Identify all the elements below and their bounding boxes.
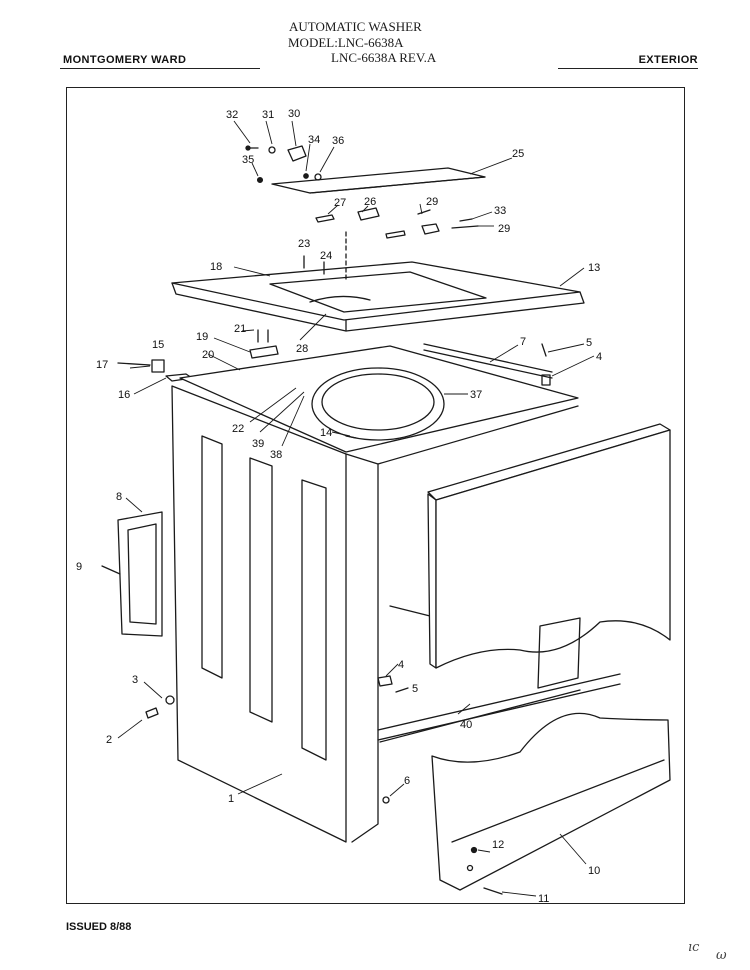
- header-rule-right: [558, 68, 698, 69]
- callout-numbers: 32 31 30 34 36 35 25 27 26 29 33 29 23 2…: [76, 108, 602, 905]
- fasteners: [145, 435, 503, 895]
- callout-22: 22: [232, 423, 244, 435]
- callout-21: 21: [234, 323, 246, 335]
- callout-1: 1: [228, 793, 234, 805]
- callout-4-lower: 4: [398, 659, 404, 671]
- toe-panel-part: [431, 712, 671, 891]
- leader-lines: [117, 120, 595, 897]
- callout-39: 39: [252, 438, 264, 450]
- callout-26: 26: [364, 196, 376, 208]
- lid-part: [271, 167, 486, 194]
- callout-27: 27: [334, 197, 346, 209]
- callout-13: 13: [588, 262, 600, 274]
- callout-38: 38: [270, 449, 282, 461]
- callout-40: 40: [460, 719, 472, 731]
- diagram-title-line-2: MODEL:LNC-6638A: [288, 35, 404, 50]
- callout-17: 17: [96, 359, 108, 371]
- diagram-frame: [66, 87, 685, 904]
- callout-33: 33: [494, 205, 506, 217]
- section-label: EXTERIOR: [638, 54, 698, 66]
- brand-label: MONTGOMERY WARD: [63, 54, 187, 66]
- callout-7: 7: [520, 336, 526, 348]
- callout-8: 8: [116, 491, 122, 503]
- callout-6: 6: [404, 775, 410, 787]
- lid-hinges: [315, 207, 479, 253]
- callout-35: 35: [242, 154, 254, 166]
- handwritten-mark-left: ıc: [688, 940, 700, 955]
- callout-4-upper: 4: [596, 351, 602, 363]
- callout-15: 15: [152, 339, 164, 351]
- callout-5-lower: 5: [412, 683, 418, 695]
- callout-29-upper: 29: [426, 196, 438, 208]
- callout-36: 36: [332, 135, 344, 147]
- callout-5-upper: 5: [586, 337, 592, 349]
- callout-9: 9: [76, 561, 82, 573]
- diagram-title-line-1: AUTOMATIC WASHER: [289, 19, 422, 34]
- callout-23: 23: [298, 238, 310, 250]
- handwritten-mark-right: ω: [716, 948, 727, 963]
- callout-18: 18: [210, 261, 222, 273]
- cabinet-part: [171, 345, 621, 843]
- access-cover-part: [117, 511, 163, 637]
- callout-3: 3: [132, 674, 138, 686]
- callout-37: 37: [470, 389, 482, 401]
- callout-10: 10: [588, 865, 600, 877]
- callout-20: 20: [202, 349, 214, 361]
- callout-28: 28: [296, 343, 308, 355]
- callout-19: 19: [196, 331, 208, 343]
- issue-date: ISSUED 8/88: [66, 921, 132, 933]
- callout-24: 24: [320, 250, 332, 262]
- callout-31: 31: [262, 109, 274, 121]
- callout-2: 2: [106, 734, 112, 746]
- lid-hinge-parts: [245, 145, 322, 184]
- callout-34: 34: [308, 134, 320, 146]
- front-panel-part: [427, 423, 671, 689]
- diagram-title-line-3: LNC-6638A REV.A: [331, 50, 437, 65]
- callout-16: 16: [118, 389, 130, 401]
- callout-12: 12: [492, 839, 504, 851]
- callout-29-lower: 29: [498, 223, 510, 235]
- callout-11: 11: [538, 893, 549, 905]
- callout-14: 14: [320, 427, 332, 439]
- header-rule-left: [60, 68, 260, 69]
- callout-30: 30: [288, 108, 300, 120]
- callout-32: 32: [226, 109, 238, 121]
- callout-25: 25: [512, 148, 524, 160]
- top-cover-part: [171, 261, 585, 332]
